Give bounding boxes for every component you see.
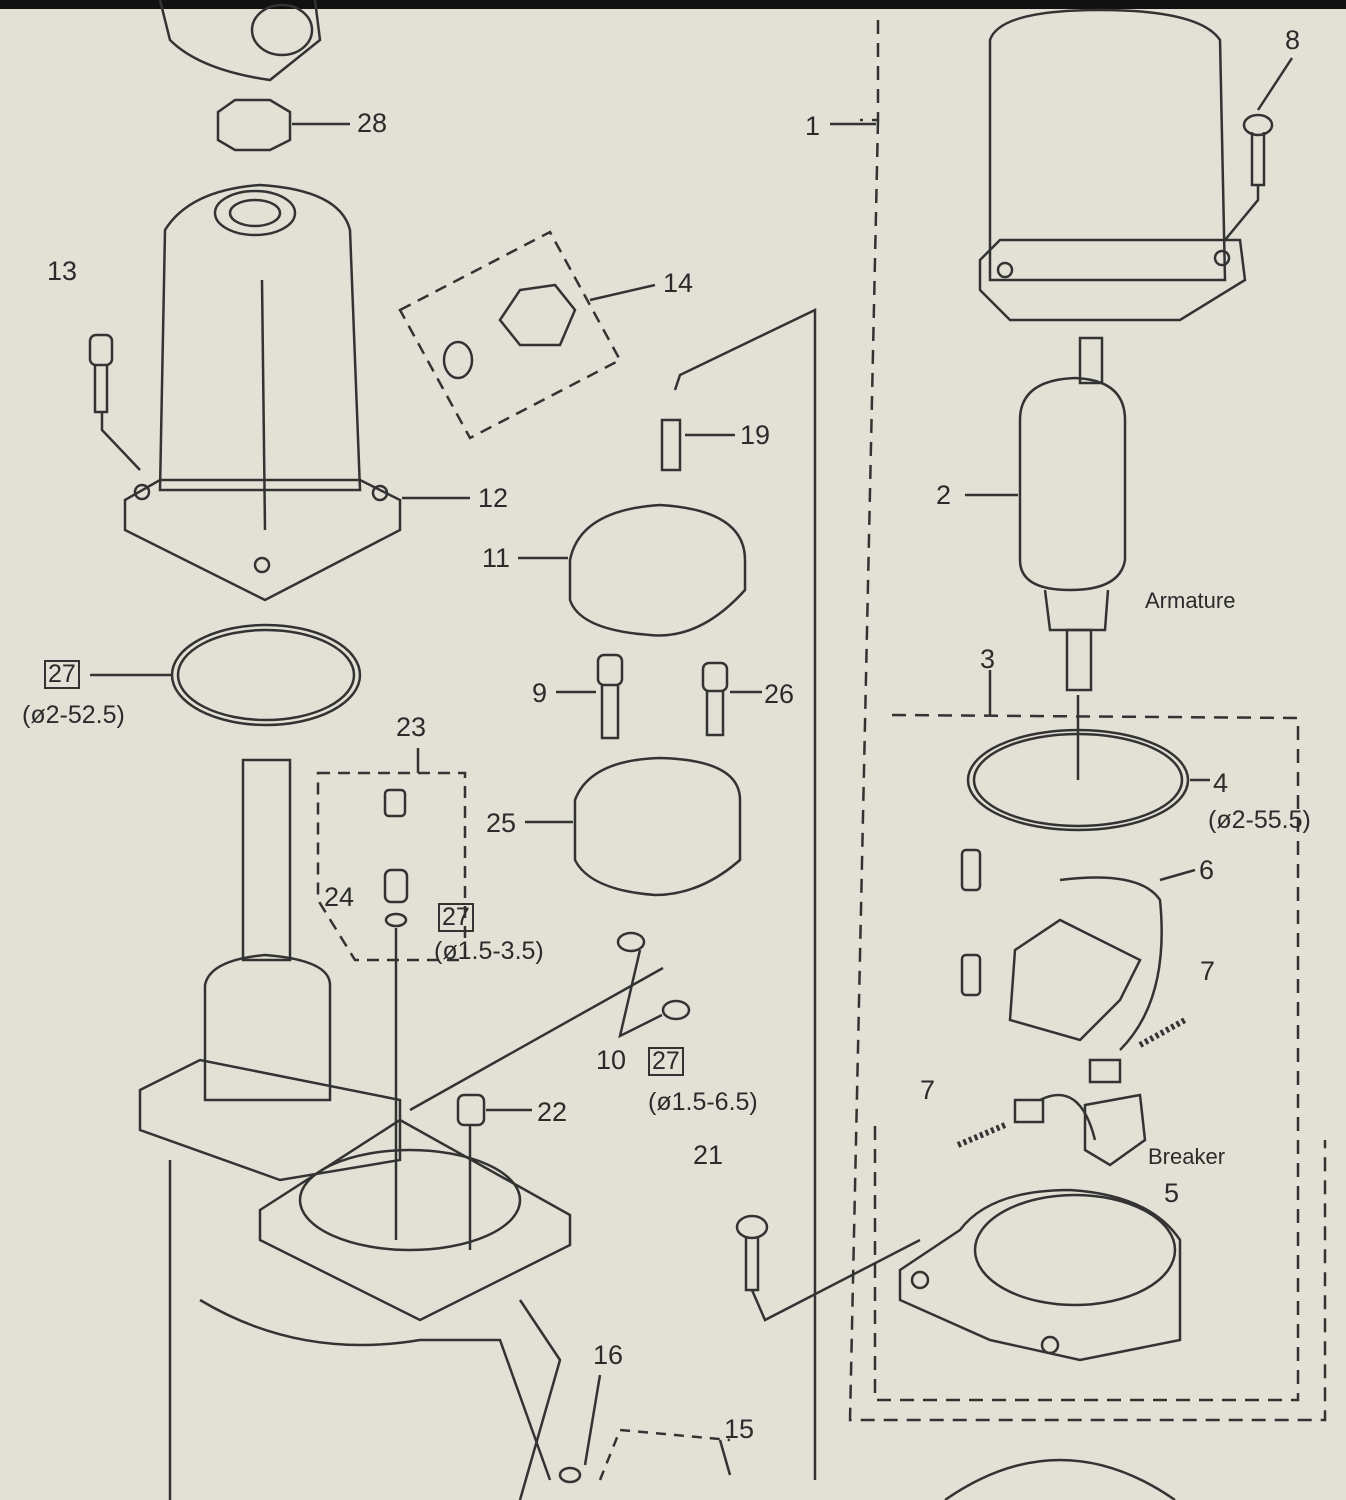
spec-o-ring-24: (ø1.5-3.5)	[434, 937, 544, 965]
pump-shaft	[241, 758, 292, 962]
fitting-22	[456, 1093, 486, 1127]
o-ring-10a	[616, 931, 646, 953]
screw-8	[1242, 113, 1274, 137]
callout-7: 7	[1200, 956, 1216, 986]
end-cover	[898, 1188, 1182, 1362]
screw-brush-b	[960, 953, 982, 997]
spec-o-ring-27: (ø2-52.5)	[22, 701, 125, 729]
armature-label: Armature	[1145, 588, 1236, 613]
callout-24: 24	[324, 882, 355, 912]
brush-holder-box-3	[873, 713, 1300, 1402]
o-ring-27-large	[170, 623, 362, 727]
brush-plate	[1008, 918, 1142, 1042]
callout-13: 13	[47, 256, 78, 286]
armature-2	[1018, 376, 1127, 592]
o-ring-10b	[661, 999, 691, 1021]
spring-7b	[956, 1122, 1007, 1148]
callout-15: 15	[724, 1414, 755, 1444]
housing-flange-12	[123, 478, 402, 602]
top-bar	[0, 0, 1346, 9]
callout-10: 10	[596, 1045, 627, 1075]
reservoir-flange	[258, 1118, 572, 1322]
callout-11: 11	[482, 543, 511, 573]
callout-22: 22	[537, 1097, 568, 1127]
pump-body	[203, 953, 332, 1102]
callout-9: 9	[532, 678, 548, 708]
callout-7: 7	[920, 1075, 936, 1105]
spec-o-ring-10: (ø1.5-6.5)	[648, 1088, 758, 1116]
bolt-9	[596, 653, 624, 687]
pin-19	[660, 418, 682, 472]
yoke-flange	[978, 238, 1247, 322]
ref-box-27: 27	[438, 903, 474, 932]
screw-21	[735, 1214, 769, 1240]
callout-19: 19	[740, 420, 771, 450]
upper-bracket	[158, 0, 322, 82]
nut-28	[216, 98, 292, 152]
callout-2: 2	[936, 480, 952, 510]
callout-12: 12	[478, 483, 509, 513]
spec-o-ring-4: (ø2-55.5)	[1208, 806, 1311, 834]
callout-5: 5	[1164, 1178, 1180, 1208]
screw-brush-a	[960, 848, 982, 892]
callout-8: 8	[1285, 25, 1301, 55]
callout-28: 28	[357, 108, 388, 138]
breaker-5	[1083, 1093, 1147, 1167]
valve-box-14	[398, 230, 622, 440]
callout-25: 25	[486, 808, 517, 838]
callout-21: 21	[693, 1140, 724, 1170]
callout-26: 26	[764, 679, 795, 709]
callout-6: 6	[1199, 855, 1215, 885]
callout-4: 4	[1213, 768, 1229, 798]
callout-16: 16	[593, 1340, 624, 1370]
valve-block-25	[573, 756, 742, 897]
bracket-hole	[250, 3, 314, 57]
callout-23: 23	[396, 712, 427, 742]
motor-yoke	[988, 8, 1227, 282]
o-ring-16	[558, 1466, 582, 1484]
breaker-label: Breaker	[1148, 1144, 1226, 1169]
motor-housing	[158, 183, 362, 492]
assembly-boundary-1	[848, 20, 1327, 1422]
check-valve-box-23	[316, 771, 467, 962]
ref-box-27: 27	[648, 1047, 684, 1076]
pump-base	[138, 1058, 402, 1182]
ref-box-27: 27	[44, 660, 80, 689]
screw-13	[88, 333, 114, 367]
spring-7a	[1138, 1017, 1187, 1048]
callout-1: 1	[805, 111, 821, 141]
callout-3: 3	[980, 644, 996, 674]
valve-body-11	[568, 503, 747, 637]
callout-14: 14	[663, 268, 694, 298]
bolt-26	[701, 661, 729, 693]
